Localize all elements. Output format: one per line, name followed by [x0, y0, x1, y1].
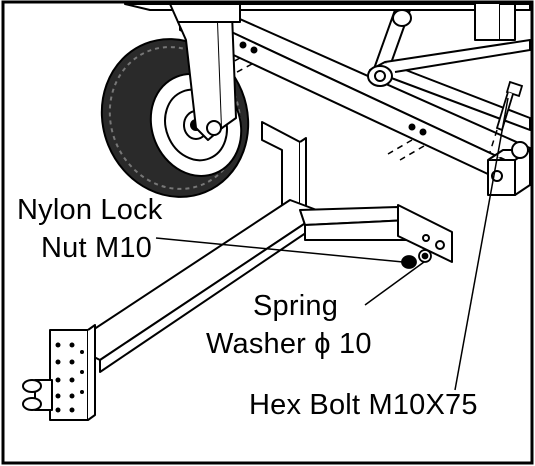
leader-hex-bolt [454, 97, 509, 391]
leader-spring-washer [364, 261, 425, 306]
spring-washer [418, 249, 432, 263]
leader-lines [155, 97, 509, 391]
main-frame [124, 3, 531, 196]
nylon-lock-nut-label-line2: Nut M10 [41, 232, 152, 264]
caster-fork [169, 3, 241, 141]
hex-bolt-label: Hex Bolt M10X75 [249, 389, 478, 421]
spring-washer-label-line1: Spring [253, 290, 339, 322]
nylon-lock-nut-label-line1: Nylon Lock [17, 194, 163, 226]
spring-washer-label-line2: Washer ϕ 10 [206, 328, 372, 360]
nylon-lock-nut [401, 255, 417, 269]
leader-nylon-lock-nut [155, 237, 404, 263]
tow-bar [22, 121, 453, 421]
